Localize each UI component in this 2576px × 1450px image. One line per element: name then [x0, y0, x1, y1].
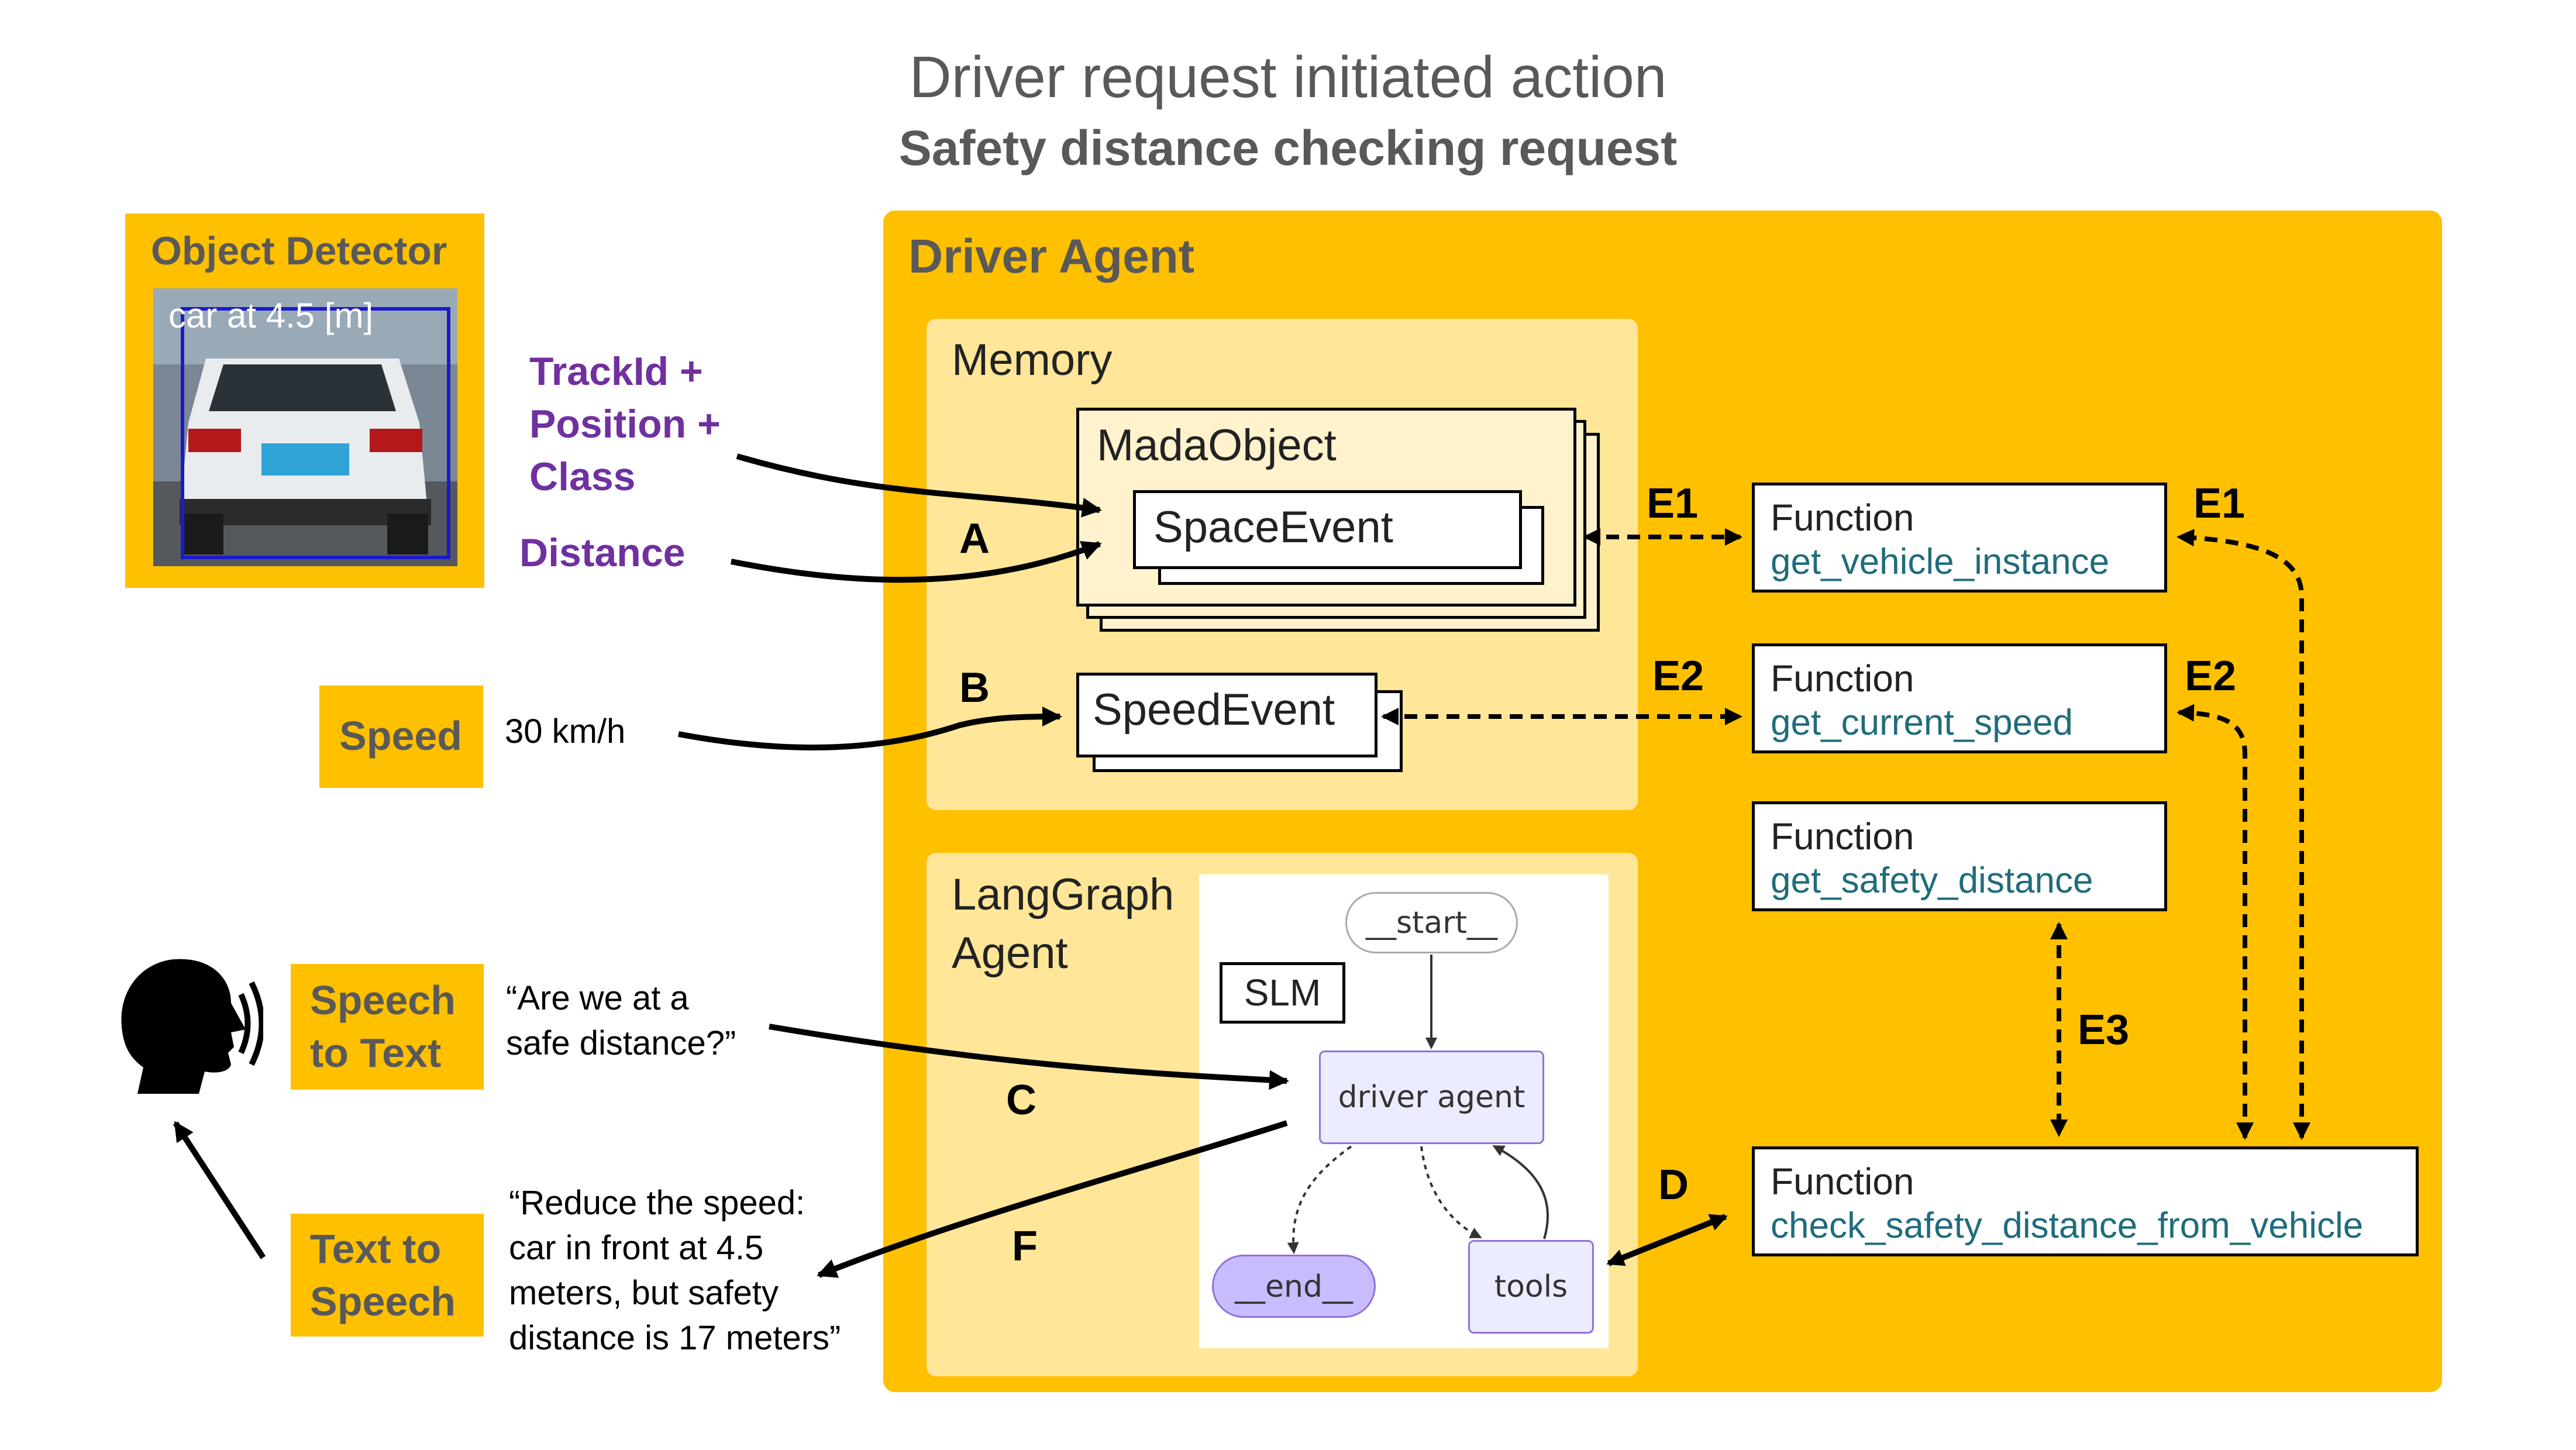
trackid-line1: TrackId +	[529, 349, 703, 394]
function-label: Function	[1771, 815, 1914, 857]
function-label: Function	[1771, 497, 1914, 539]
object-detector-title: Object Detector	[151, 229, 447, 273]
text-to-speech-box	[291, 1214, 484, 1337]
label-a: A	[959, 515, 990, 562]
node-driver-agent: driver agent	[1319, 1051, 1544, 1144]
label-f: F	[1012, 1223, 1038, 1270]
answer-line2: car in front at 4.5	[509, 1229, 764, 1267]
function-name: get_safety_distance	[1771, 860, 2093, 901]
question-line2: safe distance?”	[506, 1024, 736, 1062]
driver-question-text: “Are we at a safe distance?”	[506, 976, 736, 1066]
speaking-head-icon	[121, 959, 263, 1094]
agent-answer-text: “Reduce the speed: car in front at 4.5 m…	[509, 1180, 841, 1361]
page-title: Driver request initiated action	[909, 44, 1667, 110]
function-name: get_vehicle_instance	[1771, 542, 2110, 582]
label-e2-left: E2	[1652, 653, 1704, 700]
function-box-get-safety-distance	[1752, 801, 2167, 911]
speed-box	[319, 686, 483, 788]
node-start: __start__	[1345, 892, 1518, 953]
slm-box: SLM	[1220, 962, 1345, 1024]
function-box-get-current-speed	[1752, 643, 2167, 753]
distance-text: Distance	[519, 531, 686, 575]
label-e1-left: E1	[1647, 480, 1699, 527]
speed-label: Speed	[339, 713, 463, 759]
trackid-line2: Position +	[529, 402, 721, 446]
space-event-label: SpaceEvent	[1153, 502, 1393, 552]
space-event-box	[1133, 490, 1522, 569]
text-to-speech-line1: Text to	[310, 1226, 442, 1272]
speech-to-text-box	[291, 964, 484, 1090]
function-name: get_current_speed	[1771, 702, 2074, 743]
function-box-get-vehicle-instance	[1752, 483, 2167, 593]
trackid-position-class-text: TrackId + Position + Class	[529, 345, 721, 503]
answer-line4: distance is 17 meters”	[509, 1319, 841, 1357]
label-e1-right: E1	[2193, 480, 2246, 527]
langgraph-title: LangGraph Agent	[952, 866, 1174, 983]
trackid-line3: Class	[529, 454, 636, 499]
car-detection-image	[153, 288, 457, 566]
label-e3: E3	[2078, 1007, 2130, 1053]
label-b: B	[959, 664, 990, 711]
speed-event-label: SpeedEvent	[1093, 685, 1335, 735]
memory-title: Memory	[952, 335, 1113, 385]
label-e2-right: E2	[2185, 653, 2237, 700]
text-to-speech-line2: Speech	[310, 1279, 456, 1324]
function-label: Function	[1771, 1160, 1914, 1203]
page-subtitle: Safety distance checking request	[898, 120, 1678, 175]
speech-to-text-line2: to Text	[310, 1030, 442, 1076]
arrow-tts-to-head	[173, 1121, 266, 1259]
speech-to-text-label: Speech to Text	[310, 974, 456, 1079]
detection-label: car at 4.5 [m]	[168, 296, 374, 335]
function-box-check-safety-distance	[1752, 1146, 2419, 1256]
label-d: D	[1658, 1162, 1689, 1208]
function-label: Function	[1771, 657, 1914, 700]
speed-value-text: 30 km/h	[505, 712, 626, 750]
question-line1: “Are we at a	[506, 979, 689, 1017]
answer-line3: meters, but safety	[509, 1274, 779, 1312]
langgraph-title-line1: LangGraph	[952, 870, 1175, 919]
speech-to-text-line1: Speech	[310, 977, 456, 1023]
node-end: __end__	[1212, 1255, 1376, 1318]
speed-event-box	[1076, 673, 1377, 757]
node-tools: tools	[1468, 1240, 1594, 1334]
answer-line1: “Reduce the speed:	[509, 1184, 805, 1222]
driver-agent-title: Driver Agent	[908, 230, 1195, 283]
text-to-speech-label: Text to Speech	[310, 1222, 456, 1328]
label-c: C	[1006, 1077, 1036, 1124]
mada-object-label: MadaObject	[1097, 421, 1337, 470]
langgraph-title-line2: Agent	[952, 928, 1068, 978]
function-name: check_safety_distance_from_vehicle	[1771, 1206, 2364, 1246]
